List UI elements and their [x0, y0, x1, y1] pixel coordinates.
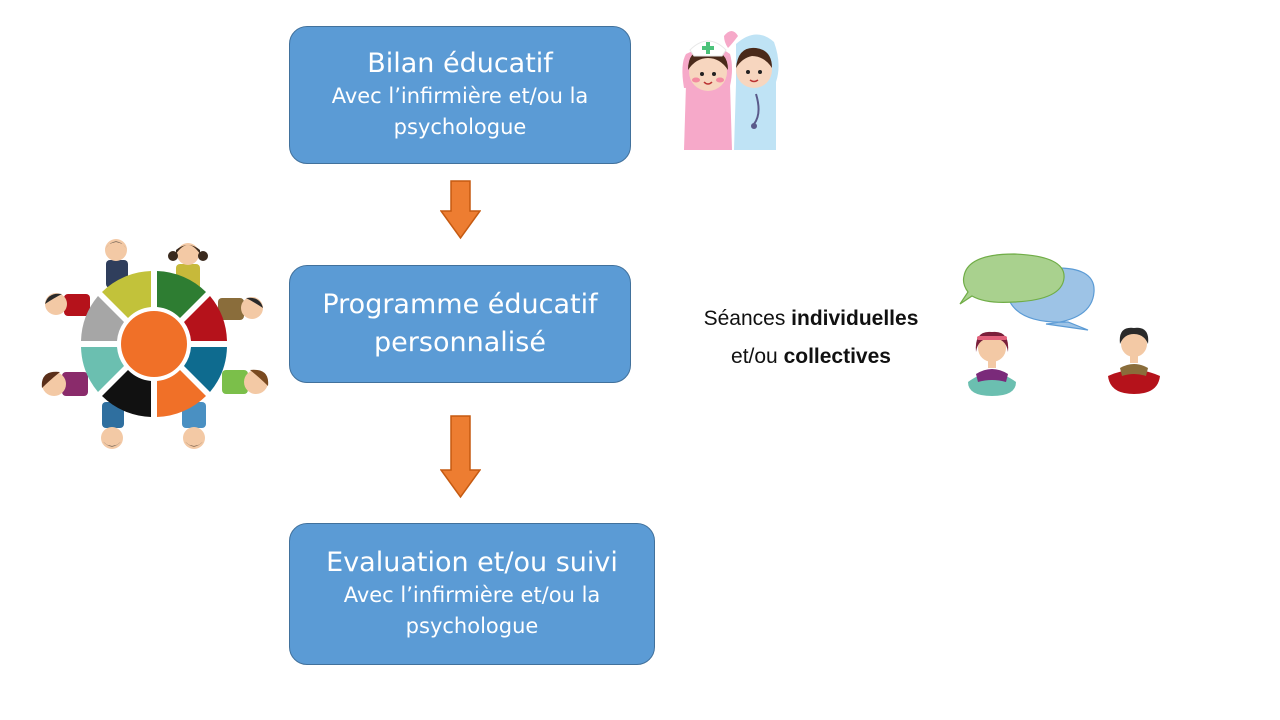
round-table-wheel	[81, 271, 227, 417]
sessions-prefix: Séances	[703, 307, 792, 330]
round-table-group-illustration	[41, 239, 269, 449]
step-bilan-subtitle-line1: Avec l’infirmière et/ou la	[331, 84, 589, 108]
two-nurses-illustration	[682, 31, 779, 150]
step-evaluation-subtitle-line2: psychologue	[405, 614, 539, 638]
step-programme-title-line1: Programme éducatif	[322, 289, 598, 320]
woman-avatar-icon	[968, 331, 1016, 396]
sessions-connector: et/ou	[731, 345, 784, 368]
step-evaluation-title: Evaluation et/ou suivi	[326, 547, 618, 578]
step-evaluation-suivi: Evaluation et/ou suivi Avec l’infirmière…	[289, 523, 655, 665]
down-arrow-icon	[440, 180, 481, 240]
step-programme-educatif: Programme éducatif personnalisé	[289, 265, 631, 383]
step-bilan-educatif: Bilan éducatif Avec l’infirmière et/ou l…	[289, 26, 631, 164]
sessions-label: Séances individuelles et/ou collectives	[672, 300, 950, 376]
man-avatar-icon	[1108, 327, 1160, 394]
sessions-line1: Séances individuelles	[672, 300, 950, 338]
step-programme-title-line2: personnalisé	[374, 327, 546, 358]
speech-bubbles-icon	[959, 253, 1095, 331]
sessions-collective: collectives	[783, 345, 891, 368]
step-evaluation-subtitle-line1: Avec l’infirmière et/ou la	[343, 583, 601, 607]
sessions-line2: et/ou collectives	[672, 338, 950, 376]
step-bilan-title: Bilan éducatif	[367, 48, 553, 79]
sessions-individual: individuelles	[791, 307, 919, 330]
down-arrow-icon	[440, 415, 481, 499]
step-bilan-subtitle-line2: psychologue	[393, 115, 527, 139]
